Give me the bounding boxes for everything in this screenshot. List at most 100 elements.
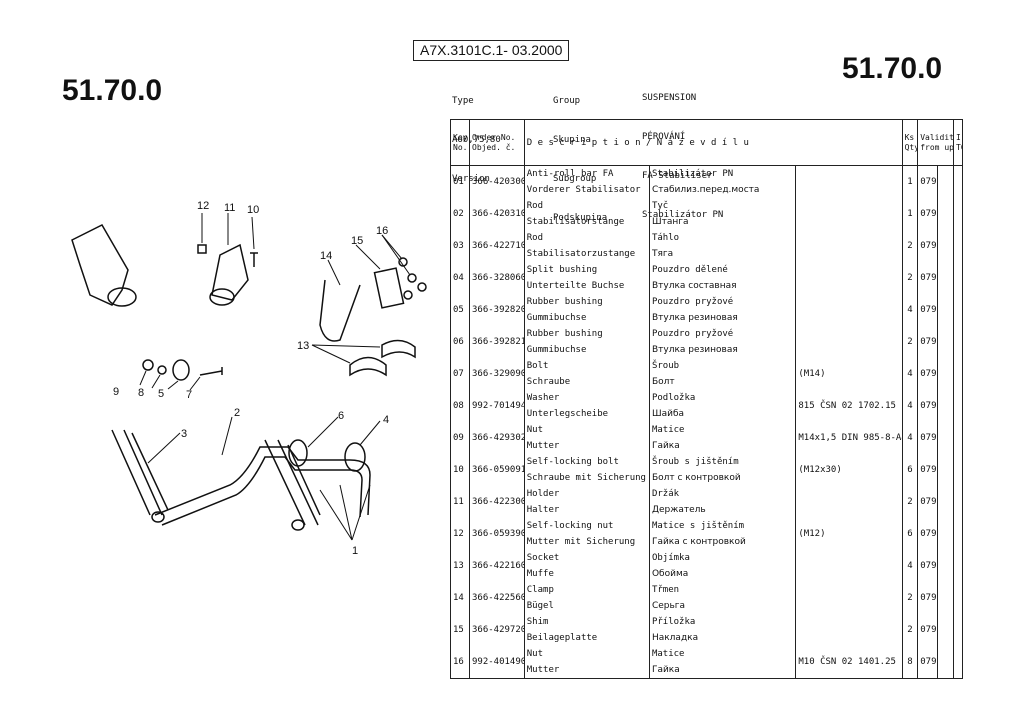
part-name-en: Nut — [523, 421, 650, 438]
group-label: Group — [553, 96, 581, 106]
bushing-center — [209, 288, 235, 306]
bushing-5 — [172, 359, 190, 381]
part-norm — [795, 485, 903, 518]
callout-14: 14 — [320, 250, 333, 262]
part-name-de: Unterlegscheibe — [523, 405, 650, 422]
type-label: Type — [452, 96, 474, 106]
part-order: 366-392820 — [469, 293, 525, 326]
callout-3: 3 — [181, 428, 188, 440]
part-qty: 4 — [901, 357, 919, 390]
part-from: 0797 — [917, 325, 939, 358]
callout-10: 10 — [247, 204, 260, 216]
part-order: 366-328060 — [469, 261, 525, 294]
part-key: 11 — [450, 485, 470, 518]
part-name-ru: Серьга — [648, 597, 797, 614]
nut-16c — [403, 290, 413, 300]
part-qty: 2 — [901, 261, 919, 294]
nut-16a — [398, 257, 408, 267]
part-name-cz: Třmen — [648, 581, 797, 598]
part-order: 366-420300 — [469, 165, 525, 199]
callout-9: 9 — [113, 386, 120, 398]
stabilizer-bar — [154, 446, 371, 516]
part-name-en: Nut — [523, 645, 650, 662]
part-key: 13 — [450, 549, 470, 582]
part-name-de: Muffe — [523, 565, 650, 582]
callout-16: 16 — [376, 225, 389, 237]
part-name-en: Holder — [523, 485, 650, 502]
group-value: SUSPENSION — [642, 93, 697, 103]
part-tc — [952, 453, 964, 486]
page-number-right: 51.70.0 — [842, 52, 943, 85]
part-name-en: Rod — [523, 198, 650, 215]
part-norm: (M12) — [795, 517, 903, 550]
clamp-14 — [319, 279, 361, 342]
callout-4: 4 — [383, 414, 390, 426]
part-name-cz: Šroub s jištěním — [648, 453, 797, 470]
part-qty: 4 — [901, 389, 919, 422]
part-name-ru: Болт с контровкой — [648, 469, 797, 486]
part-name-cz: Podložka — [648, 389, 797, 406]
socket-13a — [349, 356, 387, 377]
callout-13: 13 — [297, 340, 310, 352]
part-name-cz: Objímka — [648, 549, 797, 566]
part-norm — [795, 198, 903, 231]
part-tc — [952, 485, 964, 518]
part-name-cz: Pouzdro pryžové — [648, 325, 797, 342]
part-to — [937, 645, 954, 679]
part-key: 15 — [450, 613, 470, 646]
part-name-de: Stabilisatorstange — [523, 214, 650, 231]
part-norm: M10 ČSN 02 1401.25 — [795, 645, 903, 679]
part-name-ru: Втулка составная — [648, 277, 797, 294]
holder-center — [211, 243, 249, 301]
part-to — [937, 453, 954, 486]
part-from: 0797 — [917, 613, 939, 646]
part-name-ru: Обойма — [648, 565, 797, 582]
part-to — [937, 261, 954, 294]
part-order: 366-329090 — [469, 357, 525, 390]
part-norm: (M12x30) — [795, 453, 903, 486]
part-from: 0797 — [917, 165, 939, 199]
part-key: 06 — [450, 325, 470, 358]
part-order: 366-429302 — [469, 421, 525, 454]
nut-16d — [417, 282, 427, 292]
col-validity: Validityfrom up to — [917, 119, 954, 166]
part-name-de: Unterteilte Buchse — [523, 277, 650, 294]
part-key: 16 — [450, 645, 470, 679]
part-name-ru: Втулка резиновая — [648, 341, 797, 358]
part-key: 10 — [450, 453, 470, 486]
part-from: 0797 — [917, 549, 939, 582]
part-norm — [795, 230, 903, 262]
part-qty: 8 — [901, 645, 919, 679]
part-norm — [795, 165, 903, 199]
callout-15: 15 — [351, 235, 364, 247]
nut-9 — [142, 359, 154, 371]
part-name-de: Halter — [523, 501, 650, 518]
part-to — [937, 165, 954, 199]
part-order: 366-059390 — [469, 517, 525, 550]
part-to — [937, 230, 954, 262]
part-qty: 2 — [901, 230, 919, 262]
part-name-ru: Гайка — [648, 661, 797, 679]
part-name-ru: Стабилиз.перед.моста — [648, 182, 797, 199]
part-name-ru: Накладка — [648, 629, 797, 646]
part-from: 0797 — [917, 453, 939, 486]
